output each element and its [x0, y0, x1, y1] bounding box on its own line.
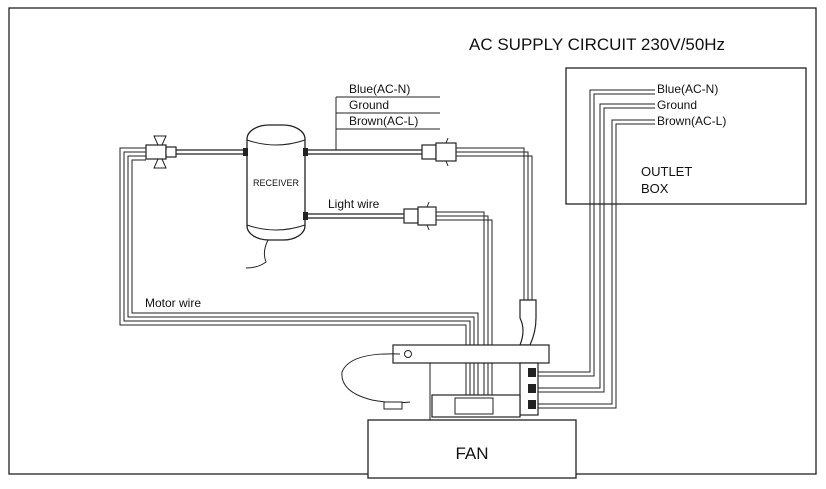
outlet-blue-label: Blue(AC-N): [657, 82, 718, 96]
fan-box: [367, 419, 577, 479]
supply-ground-label: Ground: [349, 98, 389, 112]
outlet-wires: [538, 89, 655, 409]
diagram-title: AC SUPPLY CIRCUIT 230V/50Hz: [469, 35, 725, 54]
receiver-label: RECEIVER: [253, 178, 300, 188]
fan-label: FAN: [455, 444, 488, 463]
receiver: RECEIVER: [243, 124, 308, 269]
outlet-box: [565, 67, 807, 205]
light-wire-label: Light wire: [328, 197, 380, 211]
left-connector: [145, 135, 177, 169]
supply-connector: [421, 137, 457, 167]
outlet-box-label-2: BOX: [641, 181, 669, 196]
mounting-bracket: [341, 344, 550, 420]
outlet-brown-label: Brown(AC-L): [657, 114, 726, 128]
supply-to-canopy-wire: [456, 147, 533, 300]
light-to-canopy-wire: [436, 211, 493, 400]
outlet-ground-label: Ground: [657, 98, 697, 112]
motor-wire-label: Motor wire: [145, 296, 201, 310]
wire-sleeve: [519, 299, 537, 346]
supply-brown-label: Brown(AC-L): [349, 114, 418, 128]
outlet-box-label-1: OUTLET: [641, 164, 692, 179]
light-connector: [403, 201, 437, 231]
supply-blue-label: Blue(AC-N): [349, 82, 410, 96]
supply-label-leaders: [335, 96, 440, 150]
